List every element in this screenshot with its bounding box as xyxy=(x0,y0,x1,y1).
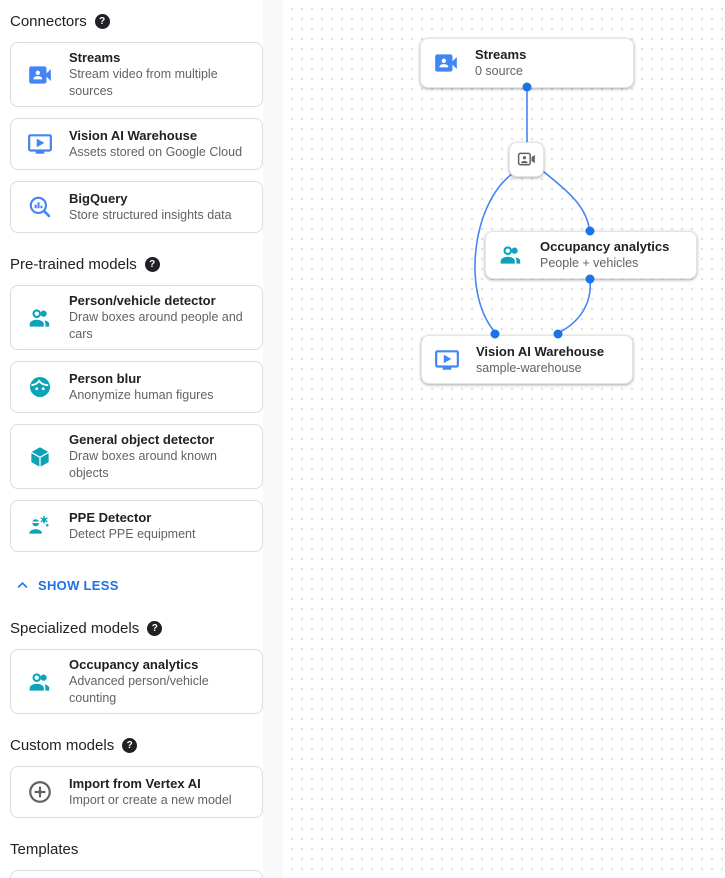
palette-item-title: Person blur xyxy=(69,371,142,386)
palette-item-streams[interactable]: Streams Stream video from multiple sourc… xyxy=(10,42,263,107)
people-icon xyxy=(27,305,53,331)
node-title: Occupancy analytics xyxy=(540,239,670,254)
node-subtitle: 0 source xyxy=(475,64,523,78)
palette-item-person-blur[interactable]: Person blur Anonymize human figures xyxy=(10,361,263,413)
monitor-play-icon xyxy=(434,347,460,373)
palette-item-subtitle: Draw boxes around known objects xyxy=(69,449,217,480)
section-header: Connectors ? xyxy=(10,13,283,30)
section-custom-models: Custom models ? Import from Vertex AI Im… xyxy=(10,737,283,818)
palette-item-ppe-detector[interactable]: PPE Detector Detect PPE equipment xyxy=(10,500,263,552)
node-vision-ai-warehouse[interactable]: Vision AI Warehouse sample-warehouse xyxy=(421,335,633,384)
palette-item-subtitle: Assets stored on Google Cloud xyxy=(69,145,243,159)
palette-item-subtitle: Advanced person/vehicle counting xyxy=(69,674,209,705)
section-title: Connectors xyxy=(10,13,87,30)
section-templates: Templates Application template Video str… xyxy=(10,841,283,878)
palette-item-occupancy-analytics[interactable]: Occupancy analytics Advanced person/vehi… xyxy=(10,649,263,714)
palette-item-subtitle: Draw boxes around people and cars xyxy=(69,310,243,341)
bigquery-icon xyxy=(27,194,53,220)
help-icon[interactable]: ? xyxy=(122,738,138,753)
component-palette: Connectors ? Streams Stream video from m… xyxy=(0,0,283,878)
cube-icon xyxy=(27,444,53,470)
sidebar-scrollbar-gutter[interactable] xyxy=(263,0,283,878)
help-icon[interactable]: ? xyxy=(144,257,160,272)
node-subtitle: People + vehicles xyxy=(540,256,639,270)
palette-item-application-template[interactable]: Application template Video streams + Vis… xyxy=(10,870,263,878)
palette-item-title: Person/vehicle detector xyxy=(69,293,216,308)
palette-item-title: Import from Vertex AI xyxy=(69,776,201,791)
node-title: Vision AI Warehouse xyxy=(476,343,605,359)
worker-gear-icon xyxy=(27,513,53,539)
section-header: Pre-trained models ? xyxy=(10,256,283,273)
chevron-up-icon xyxy=(17,582,28,588)
section-title: Specialized models xyxy=(10,620,140,637)
video-camera-icon xyxy=(516,149,537,170)
pipeline-canvas[interactable]: Streams 0 source Occupancy analytics Peo… xyxy=(283,0,725,878)
section-header: Custom models ? xyxy=(10,737,283,754)
palette-item-general-object-detector[interactable]: General object detector Draw boxes aroun… xyxy=(10,424,263,489)
palette-item-vision-ai-warehouse[interactable]: Vision AI Warehouse Assets stored on Goo… xyxy=(10,118,263,170)
node-streams[interactable]: Streams 0 source xyxy=(420,38,634,88)
people-icon xyxy=(498,242,524,268)
node-title: Streams xyxy=(475,47,527,62)
palette-item-subtitle: Import or create a new model xyxy=(69,793,232,807)
palette-item-bigquery[interactable]: BigQuery Store structured insights data xyxy=(10,181,263,233)
node-subtitle: sample-warehouse xyxy=(476,360,582,375)
help-icon[interactable]: ? xyxy=(94,14,110,29)
monitor-play-icon xyxy=(27,131,53,157)
palette-item-title: Vision AI Warehouse xyxy=(69,128,198,143)
graph-edges xyxy=(474,86,591,333)
section-specialized-models: Specialized models ? Occupancy analytics… xyxy=(10,620,283,714)
palette-item-title: PPE Detector xyxy=(69,510,152,525)
palette-item-subtitle: Stream video from multiple sources xyxy=(69,67,218,98)
face-icon xyxy=(27,374,53,400)
palette-item-title: Streams xyxy=(69,50,121,65)
palette-item-person-vehicle-detector[interactable]: Person/vehicle detector Draw boxes aroun… xyxy=(10,285,263,350)
palette-item-title: Occupancy analytics xyxy=(69,657,199,672)
palette-item-subtitle: Detect PPE equipment xyxy=(69,527,196,541)
section-connectors: Connectors ? Streams Stream video from m… xyxy=(10,13,283,233)
palette-item-subtitle: Store structured insights data xyxy=(69,208,232,222)
video-camera-icon xyxy=(433,50,459,76)
section-header: Specialized models ? xyxy=(10,620,283,637)
palette-item-title: BigQuery xyxy=(69,191,128,206)
people-icon xyxy=(27,669,53,695)
show-less-button[interactable]: SHOW LESS xyxy=(14,577,119,594)
help-icon[interactable]: ? xyxy=(147,621,163,636)
video-camera-icon xyxy=(27,62,53,88)
palette-item-import-from-vertex-ai[interactable]: Import from Vertex AI Import or create a… xyxy=(10,766,263,818)
edge-hub-to-occupancy xyxy=(543,171,590,228)
section-pretrained-models: Pre-trained models ? Person/vehicle dete… xyxy=(10,256,283,552)
node-occupancy-analytics[interactable]: Occupancy analytics People + vehicles xyxy=(485,231,697,279)
section-title: Custom models xyxy=(10,737,115,754)
graph-ports xyxy=(490,82,595,339)
add-circle-icon xyxy=(27,779,53,805)
edge-occupancy-to-warehouse xyxy=(559,280,591,333)
section-title: Pre-trained models xyxy=(10,256,137,273)
section-header: Templates xyxy=(10,841,283,858)
palette-item-title: General object detector xyxy=(69,432,215,447)
palette-item-subtitle: Anonymize human figures xyxy=(69,388,214,402)
node-stream-source-hub[interactable] xyxy=(509,142,544,177)
show-less-label: SHOW LESS xyxy=(38,578,119,593)
section-title: Templates xyxy=(10,841,79,858)
